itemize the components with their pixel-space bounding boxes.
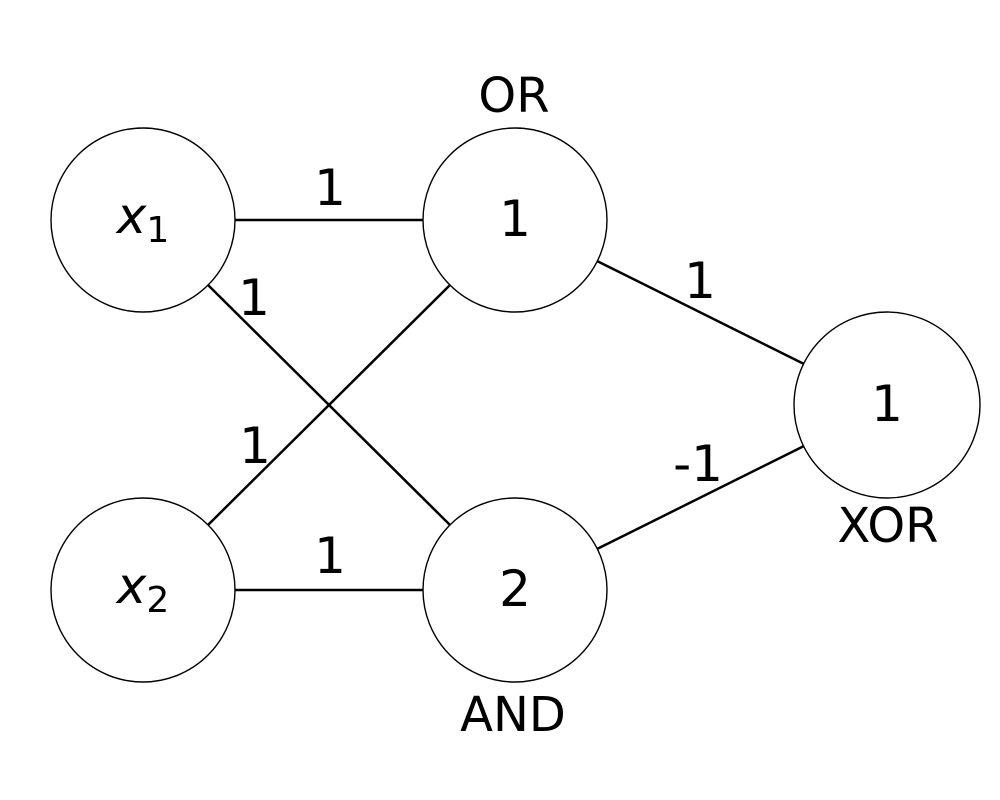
node-x1-label: x1 xyxy=(115,187,170,251)
node-or-circle xyxy=(422,127,608,313)
weight-x2-and: 1 xyxy=(314,527,346,585)
node-x2-label: x2 xyxy=(115,557,170,621)
weight-x2-or: 1 xyxy=(239,417,271,475)
node-xor-circle xyxy=(793,311,981,499)
weight-x1-or: 1 xyxy=(314,159,346,217)
node-and-value: 2 xyxy=(499,560,531,618)
node-x1-circle xyxy=(50,127,236,313)
weight-or-xor: 1 xyxy=(684,252,716,310)
edge-x2-or xyxy=(207,284,451,526)
gate-label-or: OR xyxy=(478,68,549,124)
node-x1-label-base: x xyxy=(115,187,147,245)
node-x1-label-subscript: 1 xyxy=(146,210,169,251)
weight-and-xor: -1 xyxy=(673,435,723,493)
node-and-circle xyxy=(422,497,608,683)
gate-label-xor: XOR xyxy=(838,498,939,554)
node-x2-circle xyxy=(50,497,236,683)
weight-x1-and: 1 xyxy=(238,269,270,327)
gate-label-and: AND xyxy=(460,687,566,743)
node-x2-label-base: x xyxy=(115,557,147,615)
node-or-value: 1 xyxy=(499,190,531,248)
edge-or-xor xyxy=(596,259,805,366)
node-xor-value: 1 xyxy=(871,375,903,433)
edge-and-xor xyxy=(596,444,805,551)
node-x2-label-subscript: 2 xyxy=(146,580,169,621)
